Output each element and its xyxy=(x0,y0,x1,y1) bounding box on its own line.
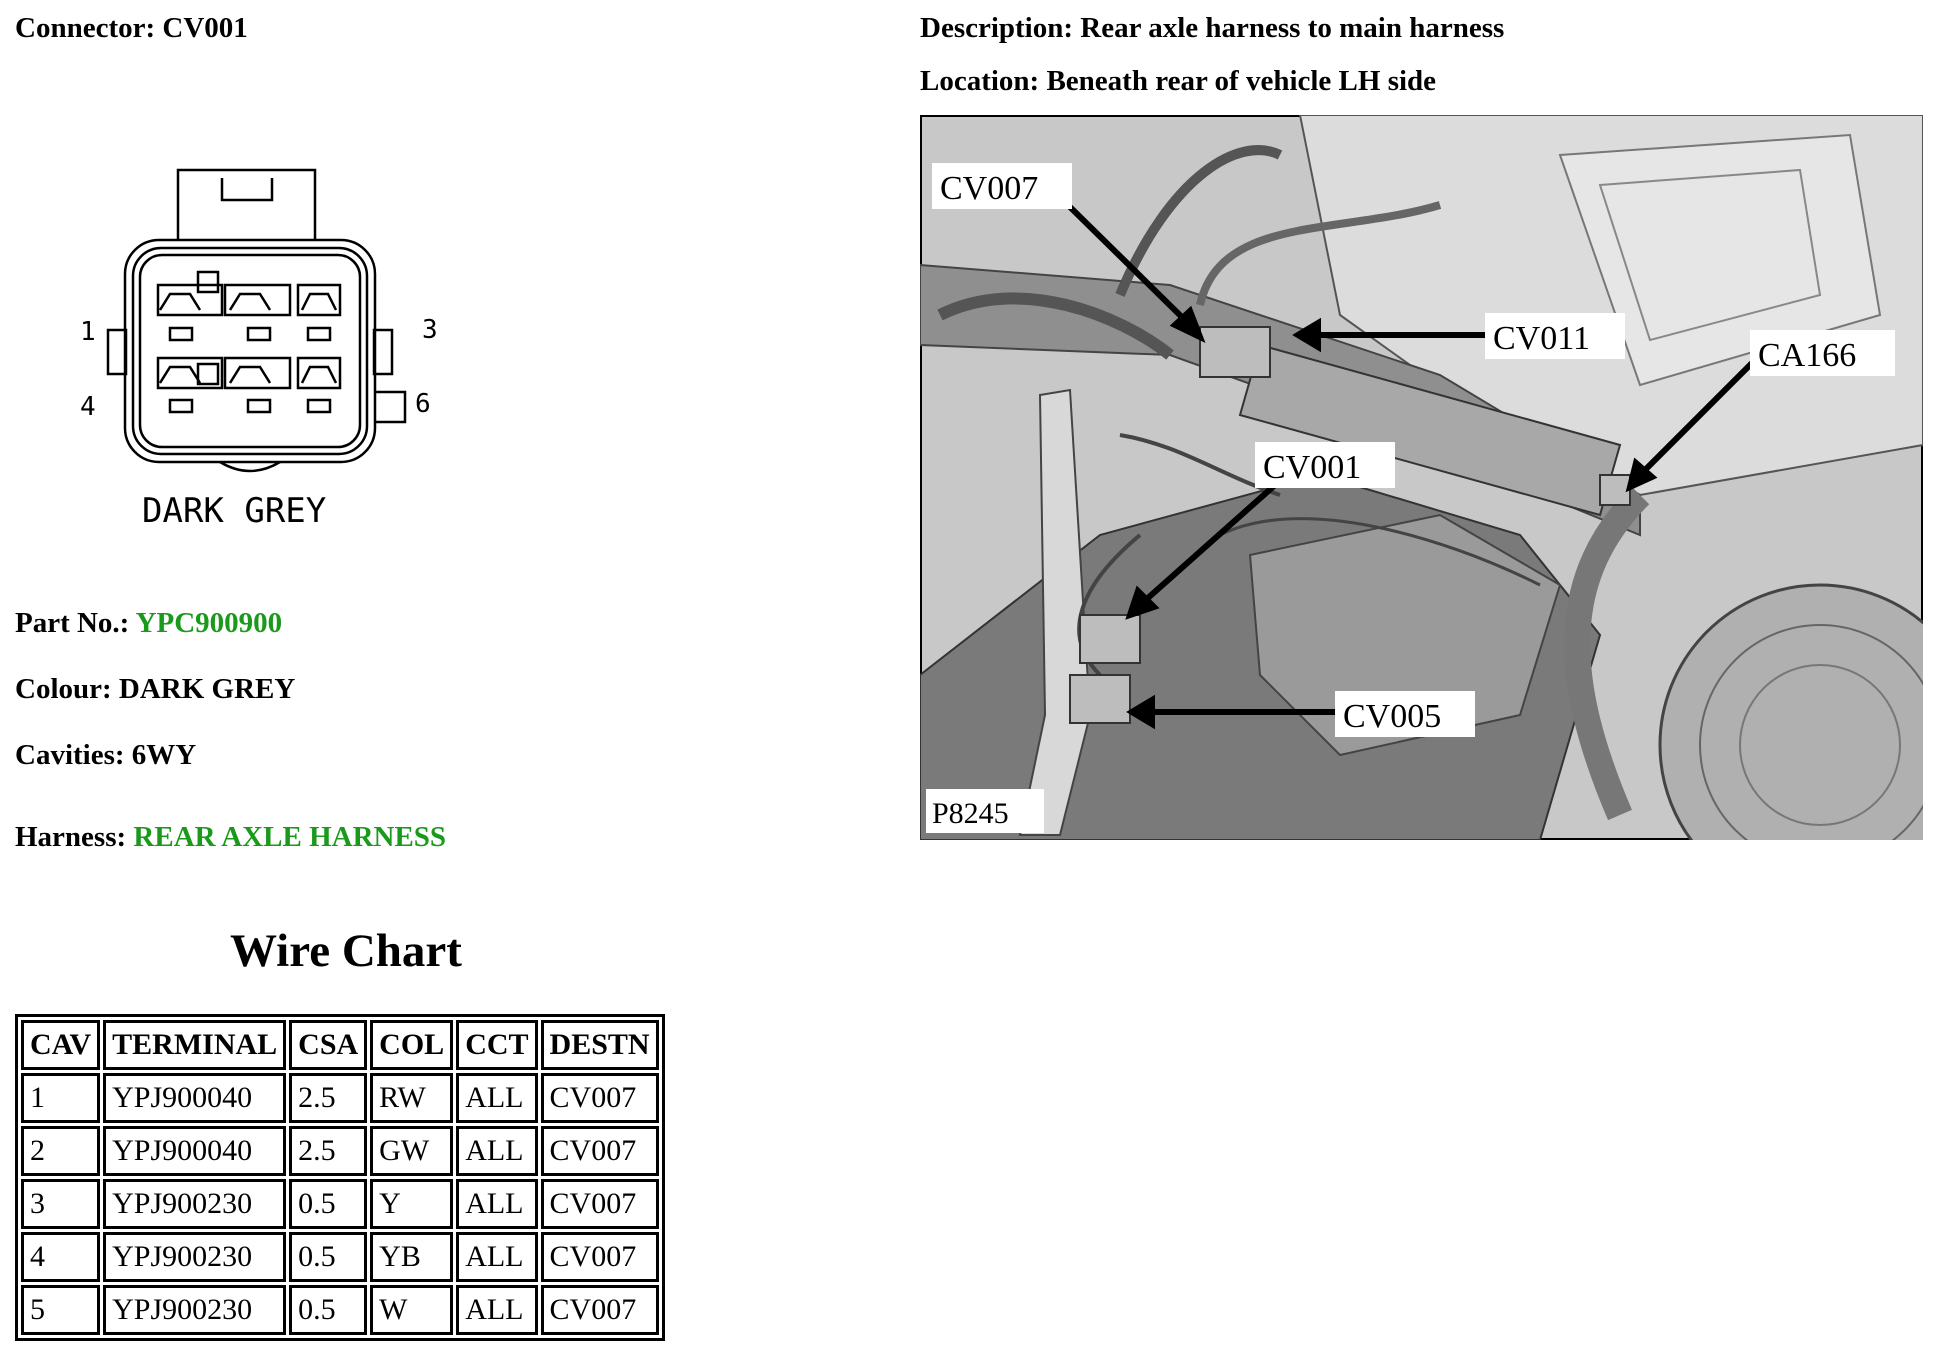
figure-id-label: P8245 xyxy=(932,797,1009,830)
table-row: 3 YPJ900230 0.5 Y ALL CV007 xyxy=(21,1179,659,1229)
wire-chart-table: CAV TERMINAL CSA COL CCT DESTN 1 YPJ9000… xyxy=(15,1014,665,1341)
header-col: COL xyxy=(370,1020,454,1070)
callout-cv011: CV011 xyxy=(1493,320,1590,357)
cell-destn: CV007 xyxy=(540,1126,659,1176)
cell-destn: CV007 xyxy=(540,1179,659,1229)
colour-line: Colour: DARK GREY xyxy=(15,675,295,704)
table-row: 2 YPJ900040 2.5 GW ALL CV007 xyxy=(21,1126,659,1176)
cell-col: Y xyxy=(370,1179,454,1229)
pin-6-label: 6 xyxy=(415,389,431,419)
diagram-colour-text: DARK GREY xyxy=(142,491,326,531)
part-number-link[interactable]: YPC900900 xyxy=(135,607,283,639)
cell-destn: CV007 xyxy=(540,1232,659,1282)
cell-csa: 0.5 xyxy=(289,1285,368,1335)
description-value: Rear axle harness to main harness xyxy=(1080,12,1505,44)
header-cav: CAV xyxy=(21,1020,101,1070)
cell-col: RW xyxy=(370,1073,454,1123)
connector-value: CV001 xyxy=(162,12,248,44)
wire-chart-title: Wire Chart xyxy=(230,925,462,977)
cavities-line: Cavities: 6WY xyxy=(15,741,196,770)
cell-cav: 3 xyxy=(21,1179,101,1229)
header-csa: CSA xyxy=(289,1020,368,1070)
connector-face-diagram: 1 3 4 6 DARK GREY xyxy=(80,168,438,531)
table-row: 4 YPJ900230 0.5 YB ALL CV007 xyxy=(21,1232,659,1282)
harness-label: Harness: xyxy=(15,821,127,853)
cavities-value: 6WY xyxy=(131,739,197,771)
callout-ca166: CA166 xyxy=(1758,337,1856,374)
header-destn: DESTN xyxy=(540,1020,659,1070)
cell-col: YB xyxy=(370,1232,454,1282)
cell-terminal: YPJ900040 xyxy=(103,1073,287,1123)
header-terminal: TERMINAL xyxy=(103,1020,287,1070)
cell-destn: CV007 xyxy=(540,1285,659,1335)
cell-cav: 1 xyxy=(21,1073,101,1123)
connector-heading: Connector: CV001 xyxy=(15,14,248,43)
cv007-arrow xyxy=(1067,204,1193,328)
cell-cav: 4 xyxy=(21,1232,101,1282)
header-cct: CCT xyxy=(456,1020,538,1070)
table-row: 5 YPJ900230 0.5 W ALL CV007 xyxy=(21,1285,659,1335)
pin-1-label: 1 xyxy=(80,317,96,347)
description-line: Description: Rear axle harness to main h… xyxy=(920,14,1504,43)
cell-csa: 2.5 xyxy=(289,1073,368,1123)
cell-cav: 2 xyxy=(21,1126,101,1176)
table-header-row: CAV TERMINAL CSA COL CCT DESTN xyxy=(21,1020,659,1070)
cell-cct: ALL xyxy=(456,1285,538,1335)
cv001-arrow xyxy=(1138,482,1277,608)
colour-value: DARK GREY xyxy=(118,673,296,705)
pin-4-label: 4 xyxy=(80,392,96,422)
colour-label: Colour: xyxy=(15,673,112,705)
ca166-arrow xyxy=(1637,357,1758,478)
description-label: Description: xyxy=(920,12,1074,44)
cell-cct: ALL xyxy=(456,1073,538,1123)
callout-cv007: CV007 xyxy=(940,170,1038,207)
connector-label: Connector: xyxy=(15,12,156,44)
cell-csa: 0.5 xyxy=(289,1179,368,1229)
cavities-label: Cavities: xyxy=(15,739,125,771)
location-label: Location: xyxy=(920,65,1040,97)
harness-line: Harness: REAR AXLE HARNESS xyxy=(15,823,446,852)
cell-col: W xyxy=(370,1285,454,1335)
cell-csa: 2.5 xyxy=(289,1126,368,1176)
pin-3-label: 3 xyxy=(422,315,438,345)
cell-cct: ALL xyxy=(456,1232,538,1282)
table-row: 1 YPJ900040 2.5 RW ALL CV007 xyxy=(21,1073,659,1123)
cell-cav: 5 xyxy=(21,1285,101,1335)
cell-cct: ALL xyxy=(456,1126,538,1176)
cell-terminal: YPJ900040 xyxy=(103,1126,287,1176)
connector-location-figure: CV007 CV011 CA166 CV001 CV005 P8245 xyxy=(920,115,1923,840)
location-value: Beneath rear of vehicle LH side xyxy=(1046,65,1437,97)
part-number-line: Part No.: YPC900900 xyxy=(15,609,282,638)
cell-destn: CV007 xyxy=(540,1073,659,1123)
cell-col: GW xyxy=(370,1126,454,1176)
cell-terminal: YPJ900230 xyxy=(103,1232,287,1282)
callout-cv005: CV005 xyxy=(1343,698,1441,735)
cell-terminal: YPJ900230 xyxy=(103,1179,287,1229)
cell-csa: 0.5 xyxy=(289,1232,368,1282)
harness-link[interactable]: REAR AXLE HARNESS xyxy=(133,821,447,853)
location-line: Location: Beneath rear of vehicle LH sid… xyxy=(920,67,1436,96)
callout-cv001: CV001 xyxy=(1263,449,1361,486)
cell-cct: ALL xyxy=(456,1179,538,1229)
part-number-label: Part No.: xyxy=(15,607,130,639)
cell-terminal: YPJ900230 xyxy=(103,1285,287,1335)
